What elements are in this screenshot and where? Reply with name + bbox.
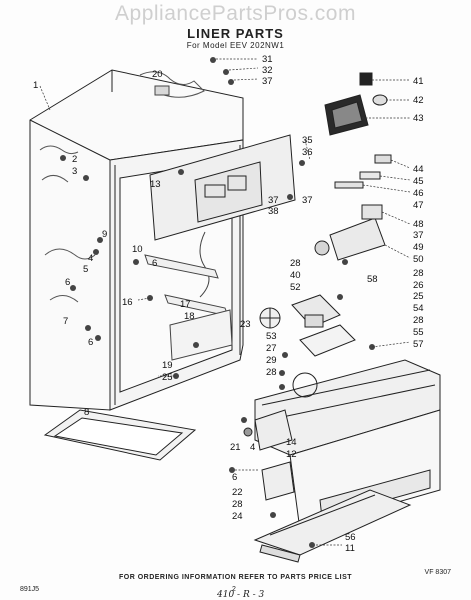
part-number-label-49: 49 — [413, 242, 424, 253]
part-number-label-21: 21 — [230, 442, 241, 453]
part-number-label-46: 46 — [413, 188, 424, 199]
part-number-label-44: 44 — [413, 164, 424, 175]
part-number-label-28: 28 — [290, 258, 301, 269]
interior-details — [144, 85, 233, 361]
part-number-label-37: 37 — [302, 195, 313, 206]
part-number-label-6: 6 — [65, 277, 70, 288]
part-number-label-28: 28 — [232, 499, 243, 510]
fasteners — [60, 57, 375, 548]
page-code: 891J5 — [20, 586, 40, 593]
part-number-label-9: 9 — [102, 229, 107, 240]
part-number-label-3: 3 — [72, 166, 77, 177]
part-number-label-56: 56 — [345, 532, 356, 543]
part-number-label-48: 48 — [413, 219, 424, 230]
part-number-label-7: 7 — [63, 316, 68, 327]
part-number-label-45: 45 — [413, 176, 424, 187]
part-number-label-14: 14 — [286, 437, 297, 448]
part-number-label-54: 54 — [413, 303, 424, 314]
part-number-label-28: 28 — [266, 367, 277, 378]
part-number-label-37: 37 — [262, 76, 273, 87]
part-number-label-20: 20 — [152, 69, 163, 80]
part-number-label-55: 55 — [413, 327, 424, 338]
handwritten-note: 410 - R - 3 — [217, 590, 265, 600]
rear-panel — [149, 134, 296, 241]
part-number-label-25: 25 — [413, 291, 424, 302]
part-number-label-37: 37 — [268, 195, 279, 206]
part-number-label-42: 42 — [413, 95, 424, 106]
part-number-label-6: 6 — [88, 337, 93, 348]
lower-brackets — [243, 409, 295, 501]
page-title: LINER PARTS — [187, 26, 284, 41]
part-number-label-11: 11 — [345, 543, 355, 554]
part-number-label-57: 57 — [413, 339, 424, 350]
part-number-label-16: 16 — [122, 297, 133, 308]
control-parts — [314, 154, 392, 261]
figure-code: VF 8307 — [424, 569, 451, 576]
part-number-label-4: 4 — [250, 442, 255, 453]
part-number-label-25: 25 — [162, 372, 173, 383]
part-number-label-10: 10 — [132, 244, 143, 255]
footer-note: FOR ORDERING INFORMATION REFER TO PARTS … — [118, 574, 353, 581]
part-number-label-1: 1 — [33, 80, 38, 91]
part-number-label-5: 5 — [83, 264, 88, 275]
part-number-label-31: 31 — [262, 54, 273, 65]
part-number-label-50: 50 — [413, 254, 424, 265]
part-number-label-28: 28 — [413, 315, 424, 326]
part-number-label-37: 37 — [413, 230, 424, 241]
part-number-label-53: 53 — [266, 331, 277, 342]
bottom-duct — [253, 489, 412, 563]
watermark: AppliancePartsPros.com — [115, 2, 356, 25]
part-number-label-38: 38 — [268, 206, 279, 217]
part-number-label-2: 2 — [72, 154, 77, 165]
light-assembly — [324, 72, 388, 136]
page-mark: 2 — [232, 586, 236, 593]
part-number-label-4: 4 — [88, 253, 93, 264]
part-number-label-52: 52 — [290, 282, 301, 293]
model-subtitle: For Model EEV 202NW1 — [186, 41, 285, 50]
part-number-label-23: 23 — [240, 319, 251, 330]
part-number-label-18: 18 — [184, 311, 195, 322]
part-number-label-40: 40 — [290, 270, 301, 281]
part-number-label-41: 41 — [413, 76, 424, 87]
part-number-label-36: 36 — [302, 147, 313, 158]
part-number-label-6: 6 — [152, 258, 157, 269]
part-number-label-24: 24 — [232, 511, 243, 522]
part-number-label-6: 6 — [232, 472, 237, 483]
leader-lines — [39, 58, 411, 546]
part-number-label-32: 32 — [262, 65, 273, 76]
part-number-label-28: 28 — [413, 268, 424, 279]
part-number-label-12: 12 — [286, 449, 297, 460]
part-number-label-26: 26 — [413, 280, 424, 291]
part-number-label-8: 8 — [84, 407, 89, 418]
part-number-label-29: 29 — [266, 355, 277, 366]
drain-tray — [43, 409, 197, 461]
fan-motor-assembly — [259, 294, 356, 357]
part-number-label-58: 58 — [367, 274, 378, 285]
part-number-label-13: 13 — [150, 179, 161, 190]
part-number-label-43: 43 — [413, 113, 424, 124]
part-number-label-17: 17 — [180, 299, 191, 310]
part-number-label-47: 47 — [413, 200, 424, 211]
part-number-label-19: 19 — [162, 360, 173, 371]
part-number-label-35: 35 — [302, 135, 313, 146]
part-number-label-22: 22 — [232, 487, 243, 498]
part-number-label-27: 27 — [266, 343, 277, 354]
